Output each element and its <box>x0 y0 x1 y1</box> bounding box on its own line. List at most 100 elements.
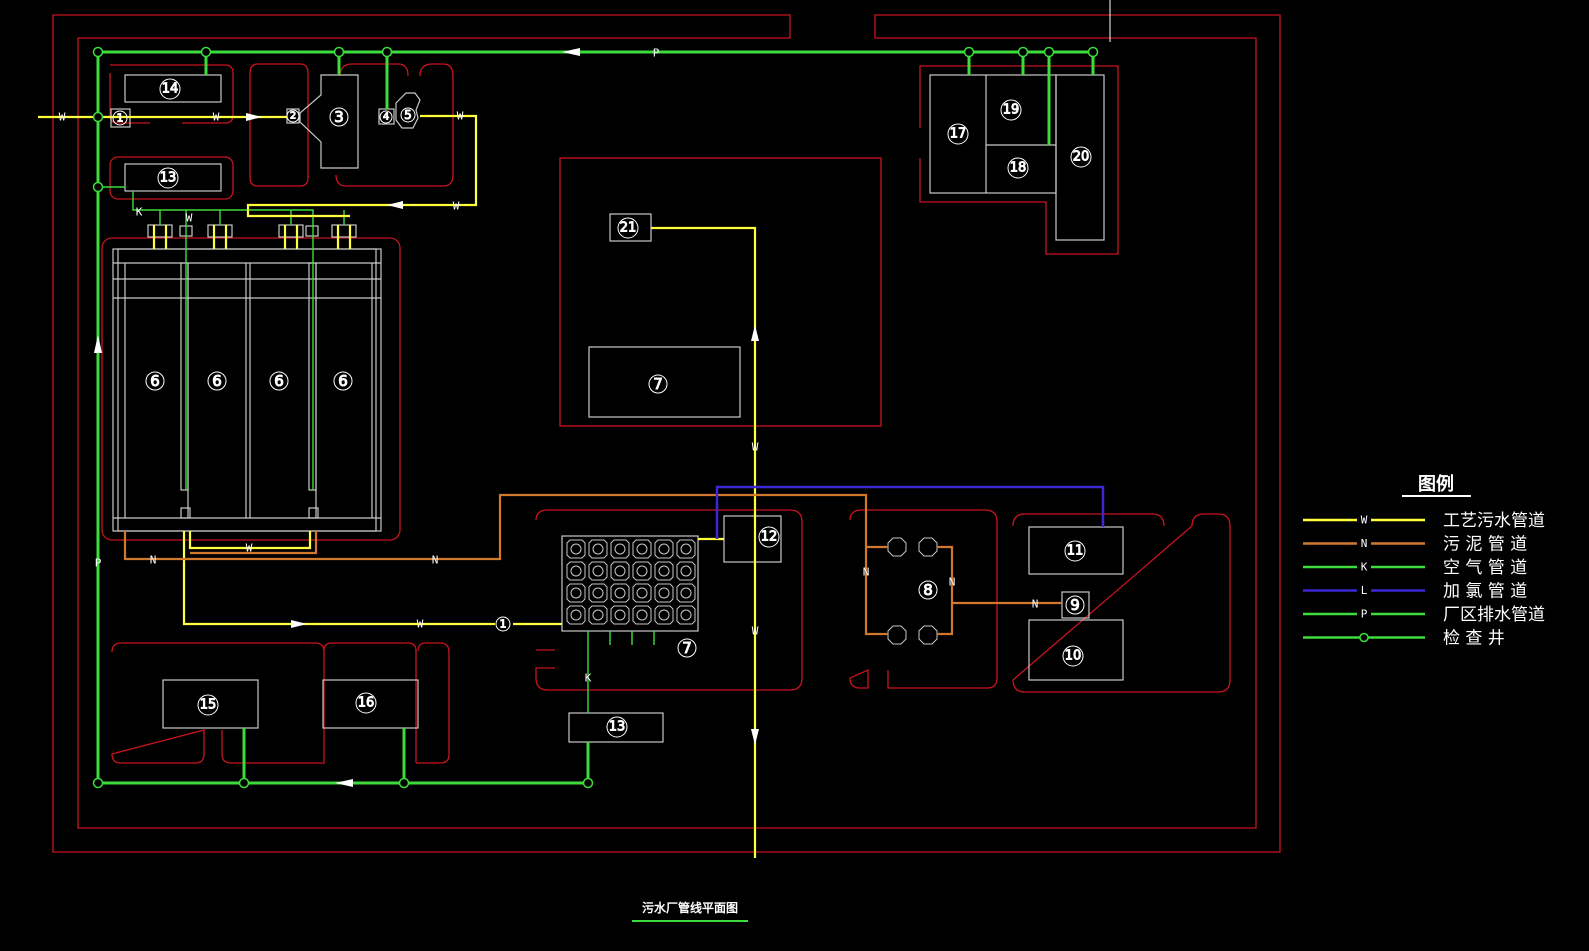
inspection-wells <box>92 46 1099 789</box>
filter-cell <box>676 605 696 625</box>
filter-cell <box>610 583 630 603</box>
filter-cell-core <box>570 543 582 555</box>
filter-cell <box>566 561 586 581</box>
sludge-pipes <box>123 493 1062 636</box>
legend-code: W <box>1361 514 1368 527</box>
unit-1-label: 1 <box>117 112 124 125</box>
filter-cell <box>566 583 586 603</box>
unit-2-label: 2 <box>290 111 296 122</box>
filter-cell <box>588 539 608 559</box>
filter-cell <box>654 561 674 581</box>
clarifiers <box>887 537 938 645</box>
legend-item: P 厂区排水管道 <box>1303 605 1545 625</box>
unit-labels: 1 2 3 4 5 6 6 6 6 7 7 8 9 10 11 12 13 13… <box>112 78 1092 738</box>
filter-cell-core <box>614 609 626 621</box>
unit-12-label: 12 <box>761 530 778 545</box>
filter-cell-core <box>658 609 670 621</box>
filter-cell-core <box>680 587 692 599</box>
tag-w-5: W <box>186 212 193 225</box>
filter-cell-core <box>636 587 648 599</box>
unit-7b-label: 7 <box>682 639 692 657</box>
legend-label: 工艺污水管道 <box>1443 511 1545 531</box>
tag-w-8: W <box>752 441 759 454</box>
unit-3-label: 3 <box>334 108 344 126</box>
filter-cell-core <box>592 565 604 577</box>
tag-w-2: W <box>213 111 220 124</box>
unit-11-label: 11 <box>1067 544 1084 559</box>
unit-21-label: 21 <box>620 221 637 236</box>
filter-cell <box>566 539 586 559</box>
unit-6d-label: 6 <box>338 372 348 390</box>
unit-13b-label: 13 <box>609 720 626 735</box>
filter-cell-core <box>658 543 670 555</box>
tag-n-4: N <box>949 576 956 589</box>
tag-n-3: N <box>863 566 870 579</box>
unit-1b-label: 1 <box>500 618 507 631</box>
tag-k-2: K <box>585 672 592 685</box>
legend-well-icon <box>1359 632 1369 643</box>
unit-9-label: 9 <box>1070 596 1080 614</box>
filter-cell-core <box>570 565 582 577</box>
filter-cell <box>632 561 652 581</box>
flow-arrows <box>94 48 759 787</box>
filter-cell-core <box>614 543 626 555</box>
filter-cell <box>632 539 652 559</box>
filter-cell <box>632 605 652 625</box>
filter-cell <box>566 605 586 625</box>
filter-cell <box>610 605 630 625</box>
filter-cell-core <box>592 609 604 621</box>
legend-label: 厂区排水管道 <box>1443 605 1545 625</box>
unit-17-label: 17 <box>950 127 967 142</box>
unit-6b-label: 6 <box>212 372 222 390</box>
filter-cell-core <box>636 543 648 555</box>
filter-cell-core <box>636 609 648 621</box>
filter-cell-core <box>680 609 692 621</box>
tag-n-2: N <box>432 554 439 567</box>
filter-cell-core <box>658 565 670 577</box>
filter-cell <box>654 583 674 603</box>
filter-cell <box>588 583 608 603</box>
filter-cell <box>654 539 674 559</box>
unit-15-label: 15 <box>200 698 217 713</box>
filter-cell <box>588 605 608 625</box>
legend-label: 空 气 管 道 <box>1443 558 1527 578</box>
unit-7a-label: 7 <box>653 375 663 393</box>
legend-label: 污 泥 管 道 <box>1443 535 1527 555</box>
legend-code: P <box>1361 608 1368 621</box>
pipe-code-tags: P P W W W W W W W W W K K N N N N N <box>59 47 1039 685</box>
legend-code: N <box>1361 537 1368 550</box>
unit-13a-label: 13 <box>160 171 177 186</box>
filter-cell-core <box>614 565 626 577</box>
tag-w-6: W <box>246 542 253 555</box>
legend-code: K <box>1361 561 1368 574</box>
filter-cell <box>654 605 674 625</box>
unit-18-label: 18 <box>1010 161 1027 176</box>
tag-w-4: W <box>453 200 460 213</box>
unit-20-label: 20 <box>1073 150 1090 165</box>
legend-label: 检 查 井 <box>1443 629 1505 649</box>
filter-cell <box>676 561 696 581</box>
unit-16-label: 16 <box>358 696 375 711</box>
chlorine-pipe <box>715 485 1105 539</box>
unit-6c-label: 6 <box>274 372 284 390</box>
filter-cell-core <box>570 587 582 599</box>
wastewater-pipes <box>38 114 757 858</box>
tag-p-top: P <box>653 47 660 60</box>
structures <box>110 74 1124 743</box>
filter-cell-core <box>592 587 604 599</box>
unit-6a-label: 6 <box>150 372 160 390</box>
legend-item: W 工艺污水管道 <box>1303 511 1545 531</box>
filter-cells <box>566 539 696 625</box>
filter-cell-core <box>592 543 604 555</box>
tag-p-left: P <box>95 557 102 570</box>
unit-14-label: 14 <box>162 82 179 97</box>
filter-cell-core <box>614 587 626 599</box>
air-pipes <box>98 186 655 713</box>
filter-cell <box>676 539 696 559</box>
filter-cell <box>610 561 630 581</box>
